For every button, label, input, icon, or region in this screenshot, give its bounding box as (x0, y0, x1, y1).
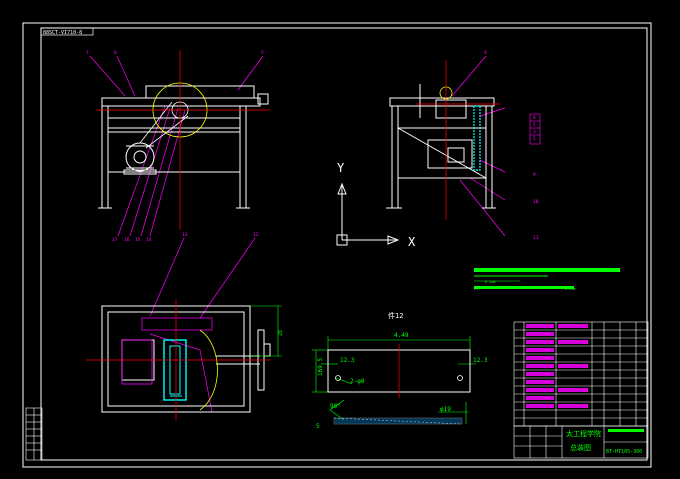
title-drawing-number: BT-HT105-300 (606, 449, 642, 455)
balloon-5b: 5 (533, 122, 536, 128)
balloon-14: 14 (146, 237, 152, 243)
dim-edge-right: 12.3 (473, 357, 488, 364)
dim-edge-left: 12.3 (340, 357, 355, 364)
balloon-15: 15 (135, 237, 141, 243)
balloon-11: 11 (533, 235, 539, 241)
title-block (513, 425, 649, 459)
plan-view (86, 237, 282, 420)
dim-plan-side: 28 (278, 330, 284, 336)
bom-text-marks (526, 324, 588, 408)
top-label: 88SCT-VI710-8 (43, 30, 82, 36)
dim-thickness: 5 (316, 423, 320, 430)
balloon-3: 3 (533, 129, 536, 135)
title-drawing-name: 总装图 (570, 443, 591, 452)
axis-y-label: Y (337, 161, 345, 175)
side-view-balloons: 4 6 5 3 2 9 10 11 (484, 50, 539, 241)
balloon-4: 4 (484, 50, 487, 56)
balloon-12: 12 (253, 232, 259, 238)
dim-overall-length: 4.49 (394, 332, 409, 339)
note-4: 0.3mm (565, 287, 576, 291)
sheet-outer-border (22, 22, 652, 468)
dim-angle: 90° (330, 403, 341, 410)
balloon-6: 6 (533, 115, 536, 121)
section-title: 件12 (388, 311, 403, 320)
dim-hole-pitch: φ19 (440, 406, 451, 413)
tech-notes: 1. 2. 0.1mm 0.3mm (474, 268, 620, 291)
balloon-13: 13 (182, 232, 188, 238)
front-view-balloons: 7 8 5 17 16 15 14 (86, 50, 264, 243)
balloon-10: 10 (533, 199, 539, 205)
note-2: 2. (474, 287, 478, 291)
bom-table (513, 321, 649, 427)
balloon-16: 16 (124, 237, 130, 243)
balloon-8: 8 (114, 50, 117, 56)
balloon-7: 7 (86, 50, 89, 56)
dim-height: 169.5 (317, 358, 324, 376)
sheet-inner-border (40, 27, 648, 461)
part-12-detail: 件12 4.49 12.3 12.3 169.5 2-φ8 90° φ19 5 (312, 311, 488, 430)
title-company: 太工程学院 (566, 429, 601, 438)
balloon-9: 9 (533, 172, 536, 178)
balloon-2: 2 (533, 136, 536, 142)
front-view (89, 50, 270, 237)
left-revision-block (25, 407, 43, 461)
balloon-5: 5 (261, 50, 264, 56)
ucs-axis (336, 182, 400, 246)
side-view (386, 55, 541, 237)
axis-x-label: X (408, 235, 416, 249)
balloon-17: 17 (112, 237, 118, 243)
dim-holes: 2-φ8 (350, 378, 365, 385)
top-label-box (40, 27, 94, 36)
note-1: 1. (474, 276, 478, 280)
note-3: 0.1mm (485, 280, 496, 284)
